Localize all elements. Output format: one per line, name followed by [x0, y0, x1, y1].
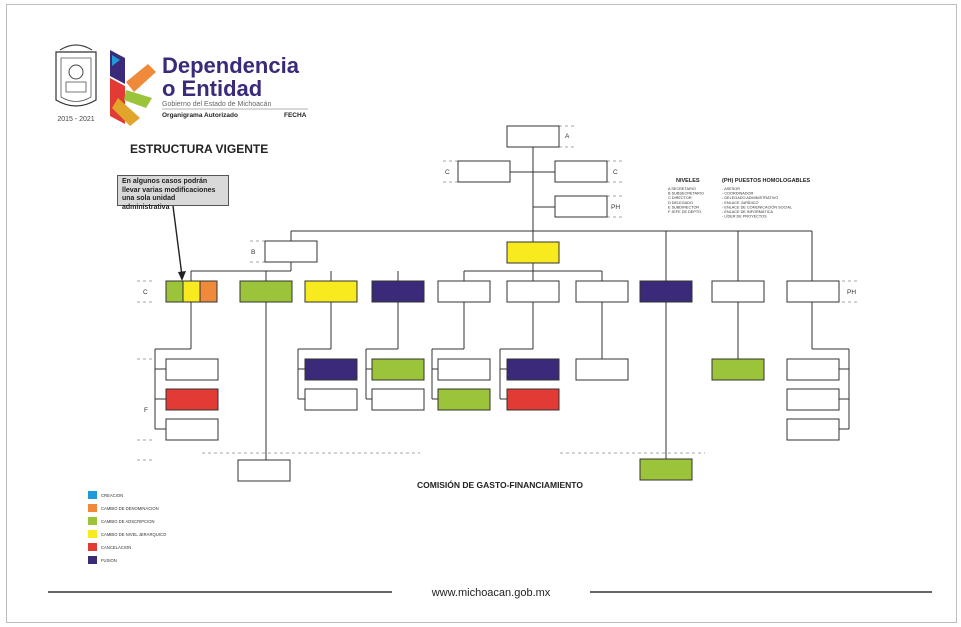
box-commission-left — [237, 459, 291, 482]
homologated-item: - DELEGADO ADMINISTRATIVO — [722, 196, 778, 200]
connector-lines — [154, 147, 850, 460]
legend-swatch — [88, 504, 97, 512]
legend-label: FUSION — [101, 558, 117, 563]
box-c4 — [371, 280, 425, 303]
box-commission-right — [639, 458, 693, 481]
org-authorized-label: Organigrama Autorizado — [162, 112, 238, 119]
page-title: ESTRUCTURA VIGENTE — [130, 142, 268, 156]
legend-swatch — [88, 517, 97, 525]
brand-title-line1: Dependencia — [162, 53, 300, 78]
legend-label: CAMBIO DE NIVEL JERARQUICO — [101, 532, 167, 537]
state-seal-icon — [55, 44, 97, 107]
box-f1-1 — [165, 358, 219, 381]
brand-logo-icon — [110, 50, 156, 126]
level-marker-b: B — [251, 249, 255, 256]
box-f4-2 — [371, 388, 425, 411]
box-f9-1 — [711, 358, 765, 381]
level-item: A SECRETARIO — [668, 187, 696, 191]
box-advisor-left — [457, 160, 511, 183]
box-f10-3 — [786, 418, 840, 441]
commission-label: COMISIÓN DE GASTO-FINANCIAMIENTO — [417, 479, 583, 490]
legend-label: CANCELACION — [101, 545, 131, 550]
box-c1-part-yellow — [182, 280, 201, 303]
level-marker-c-row: C — [143, 289, 148, 296]
callout-arrow — [172, 205, 183, 277]
box-c1-part-orange — [199, 280, 218, 303]
government-name: Gobierno del Estado de Michoacán — [162, 101, 271, 108]
box-f5-1 — [437, 358, 491, 381]
homologated-item: - LÍDER DE PROYECTOS — [722, 215, 767, 219]
box-c8 — [639, 280, 693, 303]
level-item: E SUBDIRECTOR — [668, 205, 699, 209]
page-frame — [6, 4, 957, 623]
box-f6-2 — [506, 388, 560, 411]
homologated-item: - ENLACE DE COMUNICACIÓN SOCIAL — [722, 204, 792, 209]
box-subsecretary-b — [264, 240, 318, 263]
box-c7 — [575, 280, 629, 303]
box-f6-1 — [506, 358, 560, 381]
box-f1-2 — [165, 388, 219, 411]
box-c9 — [711, 280, 765, 303]
homologated-item: - ENLACE JURÍDICO — [722, 201, 759, 205]
level-marker-a: A — [565, 133, 570, 140]
box-f3-1 — [304, 358, 358, 381]
level-marker-f: F — [144, 407, 148, 414]
level-item: C DIRECTOR — [668, 196, 692, 200]
homologated-title: (PH) PUESTOS HOMOLOGABLES — [722, 178, 811, 184]
level-item: F JEFE DE DEPTO. — [668, 210, 702, 214]
box-f1-3 — [165, 418, 219, 441]
level-item: D DELEGADO — [668, 201, 693, 205]
levels-title: NIVELES — [676, 178, 700, 184]
brand-title-line2: o Entidad — [162, 76, 262, 101]
box-c5 — [437, 280, 491, 303]
homologated-item: - ENLACE DE INFORMÁTICA — [722, 210, 774, 214]
box-f5-2 — [437, 388, 491, 411]
callout-note: En algunos casos podrán llevar varias mo… — [117, 175, 229, 211]
box-ph — [554, 195, 608, 218]
legend-label: CAMBIO DE ADSCRIPCION — [101, 519, 155, 524]
box-c10 — [786, 280, 840, 303]
box-c1-part-green — [165, 280, 184, 303]
box-c2 — [239, 280, 293, 303]
box-f3-2 — [304, 388, 358, 411]
level-marker-c-left: C — [445, 169, 450, 176]
box-f10-1 — [786, 358, 840, 381]
level-dashes — [137, 125, 857, 461]
legend-swatch — [88, 491, 97, 499]
homologated-item: - ASESOR — [722, 187, 740, 191]
legend-label: CREACION — [101, 493, 123, 498]
box-c3 — [304, 280, 358, 303]
level-marker-ph: PH — [611, 204, 620, 211]
legend-label: CAMBIO DE DENOMINACION — [101, 506, 159, 511]
date-label: FECHA — [284, 112, 307, 119]
website-link[interactable]: www.michoacan.gob.mx — [431, 587, 551, 599]
level-marker-c-right: C — [613, 169, 618, 176]
legend: CREACION CAMBIO DE DENOMINACION CAMBIO DE … — [88, 491, 167, 564]
legend-swatch — [88, 556, 97, 564]
box-secretary — [506, 125, 560, 148]
box-c6 — [506, 280, 560, 303]
box-f10-2 — [786, 388, 840, 411]
box-f4-1 — [371, 358, 425, 381]
org-boxes — [165, 125, 840, 482]
box-subsecretary-center — [506, 241, 560, 264]
level-item: B SUBSECRETARIO — [668, 192, 704, 196]
years-text: 2015 - 2021 — [57, 116, 94, 123]
legend-swatch — [88, 543, 97, 551]
level-marker-ph-row: PH — [847, 289, 856, 296]
box-advisor-right — [554, 160, 608, 183]
homologated-item: - COORDINADOR — [722, 192, 753, 196]
box-f7-1 — [575, 358, 629, 381]
legend-swatch — [88, 530, 97, 538]
homologated-list: - ASESOR- COORDINADOR- DELEGADO ADMINIST… — [722, 187, 792, 219]
